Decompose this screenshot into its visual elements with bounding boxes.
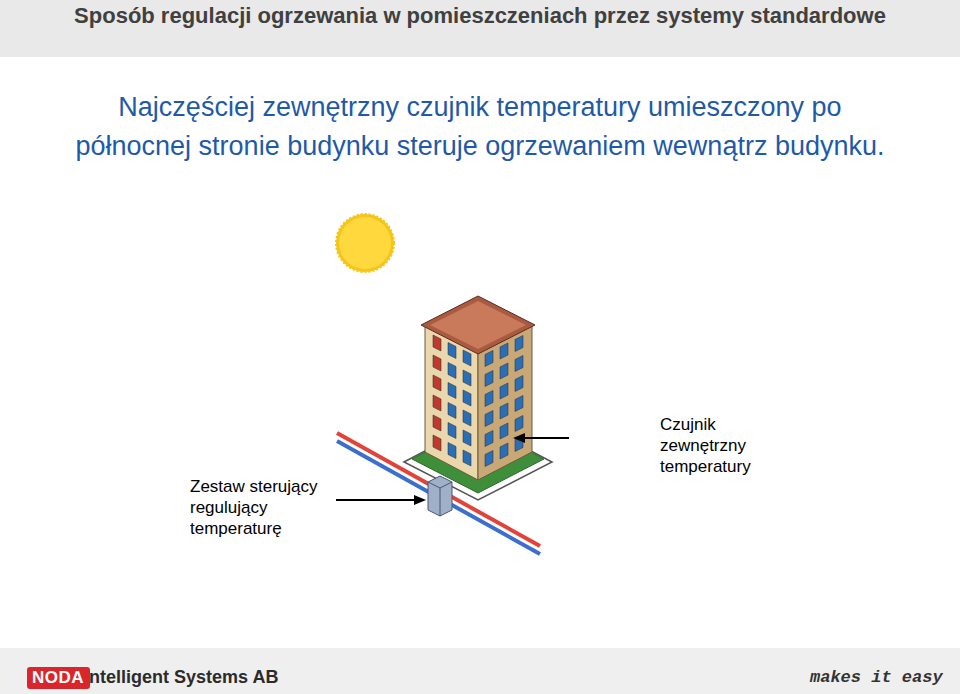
window xyxy=(463,430,471,446)
slide-title: Sposób regulacji ogrzewania w pomieszcze… xyxy=(60,0,900,31)
window xyxy=(515,376,523,392)
window xyxy=(448,363,456,379)
window xyxy=(515,416,523,432)
callout-label: Czujnik zewnętrzny temperatury xyxy=(660,414,780,477)
logo-text: NODA xyxy=(27,667,90,689)
window xyxy=(463,410,471,426)
sun-rays xyxy=(336,214,394,272)
window xyxy=(463,350,471,366)
window xyxy=(433,375,441,391)
window xyxy=(500,383,508,399)
window xyxy=(448,343,456,359)
window xyxy=(433,435,441,451)
sensor-arrowhead xyxy=(513,433,525,443)
window xyxy=(515,336,523,352)
window xyxy=(515,396,523,412)
window xyxy=(515,356,523,372)
callout-label: Zestaw sterujący regulujący temperaturę xyxy=(190,476,340,539)
window xyxy=(448,383,456,399)
control-arrowhead xyxy=(414,495,426,505)
window xyxy=(500,423,508,439)
roof-top xyxy=(430,301,526,349)
control-leader xyxy=(336,499,416,501)
body-text: Najczęściej zewnętrzny czujnik temperatu… xyxy=(65,88,895,166)
window xyxy=(433,335,441,351)
window xyxy=(485,431,493,447)
footer-band xyxy=(0,648,960,694)
window xyxy=(433,415,441,431)
header-band xyxy=(0,0,960,57)
company-name: Intelligent Systems AB xyxy=(84,667,278,688)
window xyxy=(433,355,441,371)
sensor-leader xyxy=(524,437,569,439)
window xyxy=(463,450,471,466)
sun xyxy=(336,214,394,272)
window xyxy=(485,451,493,467)
window xyxy=(463,370,471,386)
window xyxy=(485,371,493,387)
window xyxy=(485,391,493,407)
window xyxy=(500,343,508,359)
window xyxy=(485,411,493,427)
sun-disc xyxy=(339,217,391,269)
window xyxy=(448,403,456,419)
window xyxy=(485,351,493,367)
control-unit xyxy=(428,476,452,516)
leaders xyxy=(336,433,569,505)
window xyxy=(448,423,456,439)
left-windows xyxy=(433,335,471,466)
logo-box: NODA xyxy=(27,667,90,689)
building xyxy=(421,296,535,480)
control-box xyxy=(428,476,452,516)
window xyxy=(500,443,508,459)
control-box-top xyxy=(428,482,452,488)
window xyxy=(463,390,471,406)
right-windows xyxy=(485,336,523,467)
window xyxy=(433,395,441,411)
window xyxy=(500,363,508,379)
window xyxy=(500,403,508,419)
slogan: makes it easy xyxy=(810,668,943,687)
window xyxy=(448,443,456,459)
control-box-edge xyxy=(440,488,441,516)
roof xyxy=(421,296,535,354)
